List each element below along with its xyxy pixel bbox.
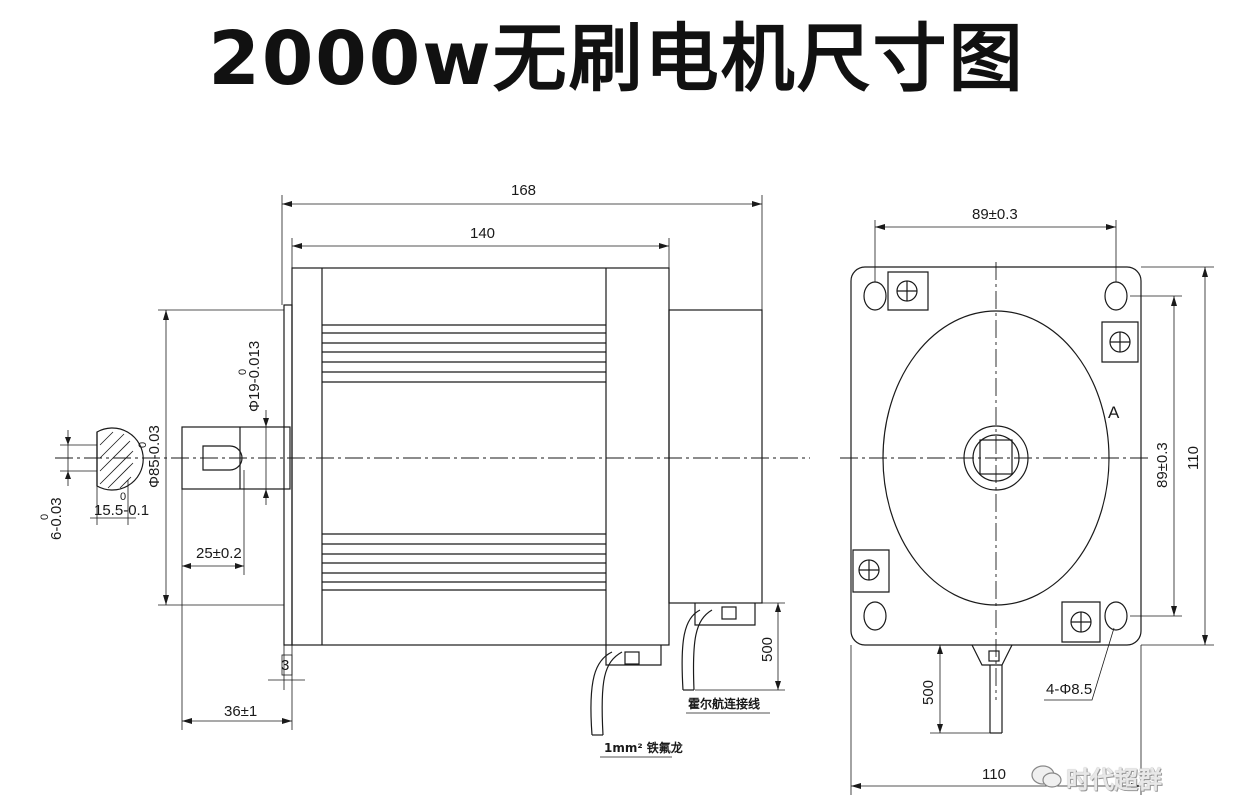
front-view — [840, 220, 1214, 795]
shaft-inner — [972, 434, 1020, 482]
dim-key-width: 6-0.03 — [48, 497, 65, 540]
label-a: A — [1108, 403, 1120, 422]
page-title: 2000w无刷电机尺寸图 — [208, 16, 1025, 102]
front-cable — [930, 644, 1013, 734]
fins-top — [322, 324, 606, 383]
dim-flange-thickness: 3 — [281, 657, 289, 674]
mount-hole-tl — [863, 281, 887, 311]
dim-89-v: 89±0.3 — [1154, 442, 1171, 488]
key-slot — [202, 445, 243, 471]
screw-boss-bottom — [1061, 601, 1101, 643]
dim-shaft-dia: Φ19-0.013 — [246, 341, 263, 412]
dim-lead-length-front: 500 — [920, 680, 937, 705]
dim-pilot-dia: Φ85-0.03 — [146, 425, 163, 488]
note-hall-lead: 霍尔航连接线 — [688, 696, 760, 711]
boss-circle — [882, 310, 1110, 606]
dim-key-length: 25±0.2 — [196, 545, 242, 562]
power-lead — [590, 645, 662, 736]
dim-key-width-sup: 0 — [39, 514, 51, 520]
screw-boss-top — [887, 271, 929, 311]
dim-shaft-length: 36±1 — [224, 703, 257, 720]
dim-lead-length-side: 500 — [759, 637, 776, 662]
screw-boss-right — [1101, 321, 1139, 363]
shaft — [181, 426, 291, 490]
note-power-lead: 1mm² 铁氟龙 — [604, 740, 683, 755]
side-view — [55, 195, 810, 758]
dim-89-h: 89±0.3 — [972, 206, 1018, 223]
shaft-outer — [963, 425, 1029, 491]
shaft-key — [979, 439, 1013, 475]
dim-140: 140 — [470, 225, 495, 242]
rear-cap — [668, 309, 763, 604]
wechat-icon — [1031, 765, 1062, 788]
dim-110-v: 110 — [1185, 446, 1202, 470]
dim-pilot-dia-sup: 0 — [137, 442, 149, 448]
mount-hole-bl — [863, 601, 887, 631]
dim-shaft-dia-sup: 0 — [237, 369, 249, 375]
hall-lead — [681, 602, 785, 691]
dim-110-h: 110 — [982, 766, 1006, 783]
screw-boss-left — [852, 549, 890, 593]
holes-leader — [1044, 627, 1115, 701]
key-section — [60, 427, 144, 525]
dim-168: 168 — [511, 182, 536, 199]
dim-key-depth: 15.5-0.1 — [94, 502, 149, 519]
dim-holes: 4-Φ8.5 — [1046, 681, 1092, 698]
mount-hole-tr — [1104, 281, 1128, 311]
fins-bottom — [322, 533, 606, 591]
dim-key-depth-sup: 0 — [120, 491, 126, 503]
watermark: 时代超群 — [1066, 766, 1162, 794]
mount-hole-br — [1104, 601, 1128, 631]
flange — [283, 304, 293, 646]
